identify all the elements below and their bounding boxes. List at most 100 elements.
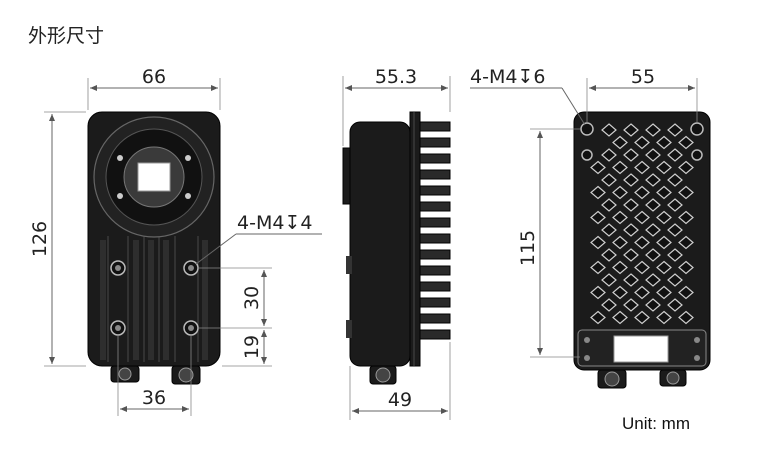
back-view: 55 115 4-M4↧6 <box>470 66 711 389</box>
vent-diamond <box>590 210 606 225</box>
vent-diamond <box>634 135 650 150</box>
back-height-label: 115 <box>517 230 539 266</box>
vent-diamond <box>656 185 672 200</box>
drawing-title: 外形尺寸 <box>28 25 104 47</box>
side-bottom-depth-label: 49 <box>388 389 412 411</box>
vent-diamond <box>656 310 672 325</box>
vent-diamond <box>645 173 661 187</box>
vent-diamond <box>667 273 683 287</box>
vent-diamond <box>634 285 650 300</box>
vent-diamond <box>612 160 628 175</box>
vent-diamond <box>590 185 606 200</box>
vent-diamond <box>601 298 617 312</box>
vent-diamond <box>590 310 606 325</box>
vent-diamond <box>645 223 661 237</box>
vent-diamond <box>645 148 661 162</box>
vent-diamond <box>667 298 683 312</box>
front-callout-leader <box>195 233 237 265</box>
vent-diamond <box>612 210 628 225</box>
label-plate <box>613 335 669 363</box>
vent-diamond <box>656 235 672 250</box>
front-connectors <box>110 365 201 385</box>
unit-label: Unit: mm <box>622 414 690 433</box>
vent-diamond <box>623 223 639 237</box>
vent-diamond <box>667 123 683 137</box>
vent-diamond <box>601 148 617 162</box>
vent-diamond <box>678 285 694 300</box>
vent-diamond <box>623 123 639 137</box>
vent-diamond <box>634 260 650 275</box>
vent-diamond <box>645 273 661 287</box>
mount-screw-icon <box>185 193 191 199</box>
side-body <box>349 121 411 367</box>
vent-diamond <box>645 298 661 312</box>
vent-diamond <box>612 285 628 300</box>
vent-diamond <box>623 148 639 162</box>
vent-diamond <box>645 123 661 137</box>
vent-diamond <box>612 185 628 200</box>
back-callout-leader <box>561 87 586 126</box>
front-height-label: 126 <box>29 221 51 257</box>
vent-diamond <box>656 210 672 225</box>
vent-diamond <box>590 235 606 250</box>
vent-diamond <box>601 123 617 137</box>
side-depth-label: 55.3 <box>375 66 417 88</box>
vent-diamond <box>634 185 650 200</box>
vent-diamond <box>601 173 617 187</box>
vent-diamond <box>656 160 672 175</box>
vent-diamond <box>612 260 628 275</box>
vent-diamond <box>623 298 639 312</box>
vent-diamond <box>678 235 694 250</box>
mount-screw-icon <box>185 155 191 161</box>
back-vent-grid <box>590 123 694 325</box>
vent-diamond <box>623 273 639 287</box>
vent-diamond <box>612 135 628 150</box>
back-m4-holes <box>580 122 704 161</box>
back-width-label: 55 <box>631 66 655 88</box>
vent-diamond <box>590 285 606 300</box>
sensor-window <box>137 162 171 192</box>
vent-diamond <box>645 198 661 212</box>
front-m4-holes <box>110 260 199 336</box>
vent-diamond <box>667 148 683 162</box>
front-view: 66 126 30 19 36 4-M4↧4 <box>29 66 322 416</box>
mount-screw-icon <box>117 193 123 199</box>
vent-diamond <box>678 310 694 325</box>
vent-diamond <box>656 260 672 275</box>
vent-diamond <box>645 248 661 262</box>
vent-diamond <box>634 210 650 225</box>
vent-diamond <box>656 285 672 300</box>
vent-diamond <box>623 248 639 262</box>
vent-diamond <box>678 210 694 225</box>
vent-diamond <box>634 160 650 175</box>
vent-diamond <box>667 173 683 187</box>
vent-diamond <box>612 310 628 325</box>
front-fins <box>100 236 208 362</box>
vent-diamond <box>656 135 672 150</box>
vent-diamond <box>590 160 606 175</box>
vent-diamond <box>678 160 694 175</box>
vent-diamond <box>678 135 694 150</box>
side-view: 55.3 49 <box>342 66 451 420</box>
bottom-offset-label: 19 <box>241 335 263 359</box>
vent-diamond <box>601 273 617 287</box>
front-hole-callout: 4-M4↧4 <box>237 212 312 234</box>
vent-diamond <box>601 223 617 237</box>
back-hole-callout: 4-M4↧6 <box>470 66 545 88</box>
vent-diamond <box>667 223 683 237</box>
vent-diamond <box>678 260 694 275</box>
front-width-label: 66 <box>142 66 166 88</box>
vent-diamond <box>590 260 606 275</box>
vent-diamond <box>667 198 683 212</box>
vent-diamond <box>601 198 617 212</box>
vent-diamond <box>634 235 650 250</box>
hole-spacing-label: 30 <box>241 286 263 310</box>
vent-diamond <box>623 198 639 212</box>
vent-diamond <box>634 310 650 325</box>
vent-diamond <box>612 235 628 250</box>
mount-screw-icon <box>117 155 123 161</box>
vent-diamond <box>667 248 683 262</box>
vent-diamond <box>601 248 617 262</box>
vent-diamond <box>623 173 639 187</box>
